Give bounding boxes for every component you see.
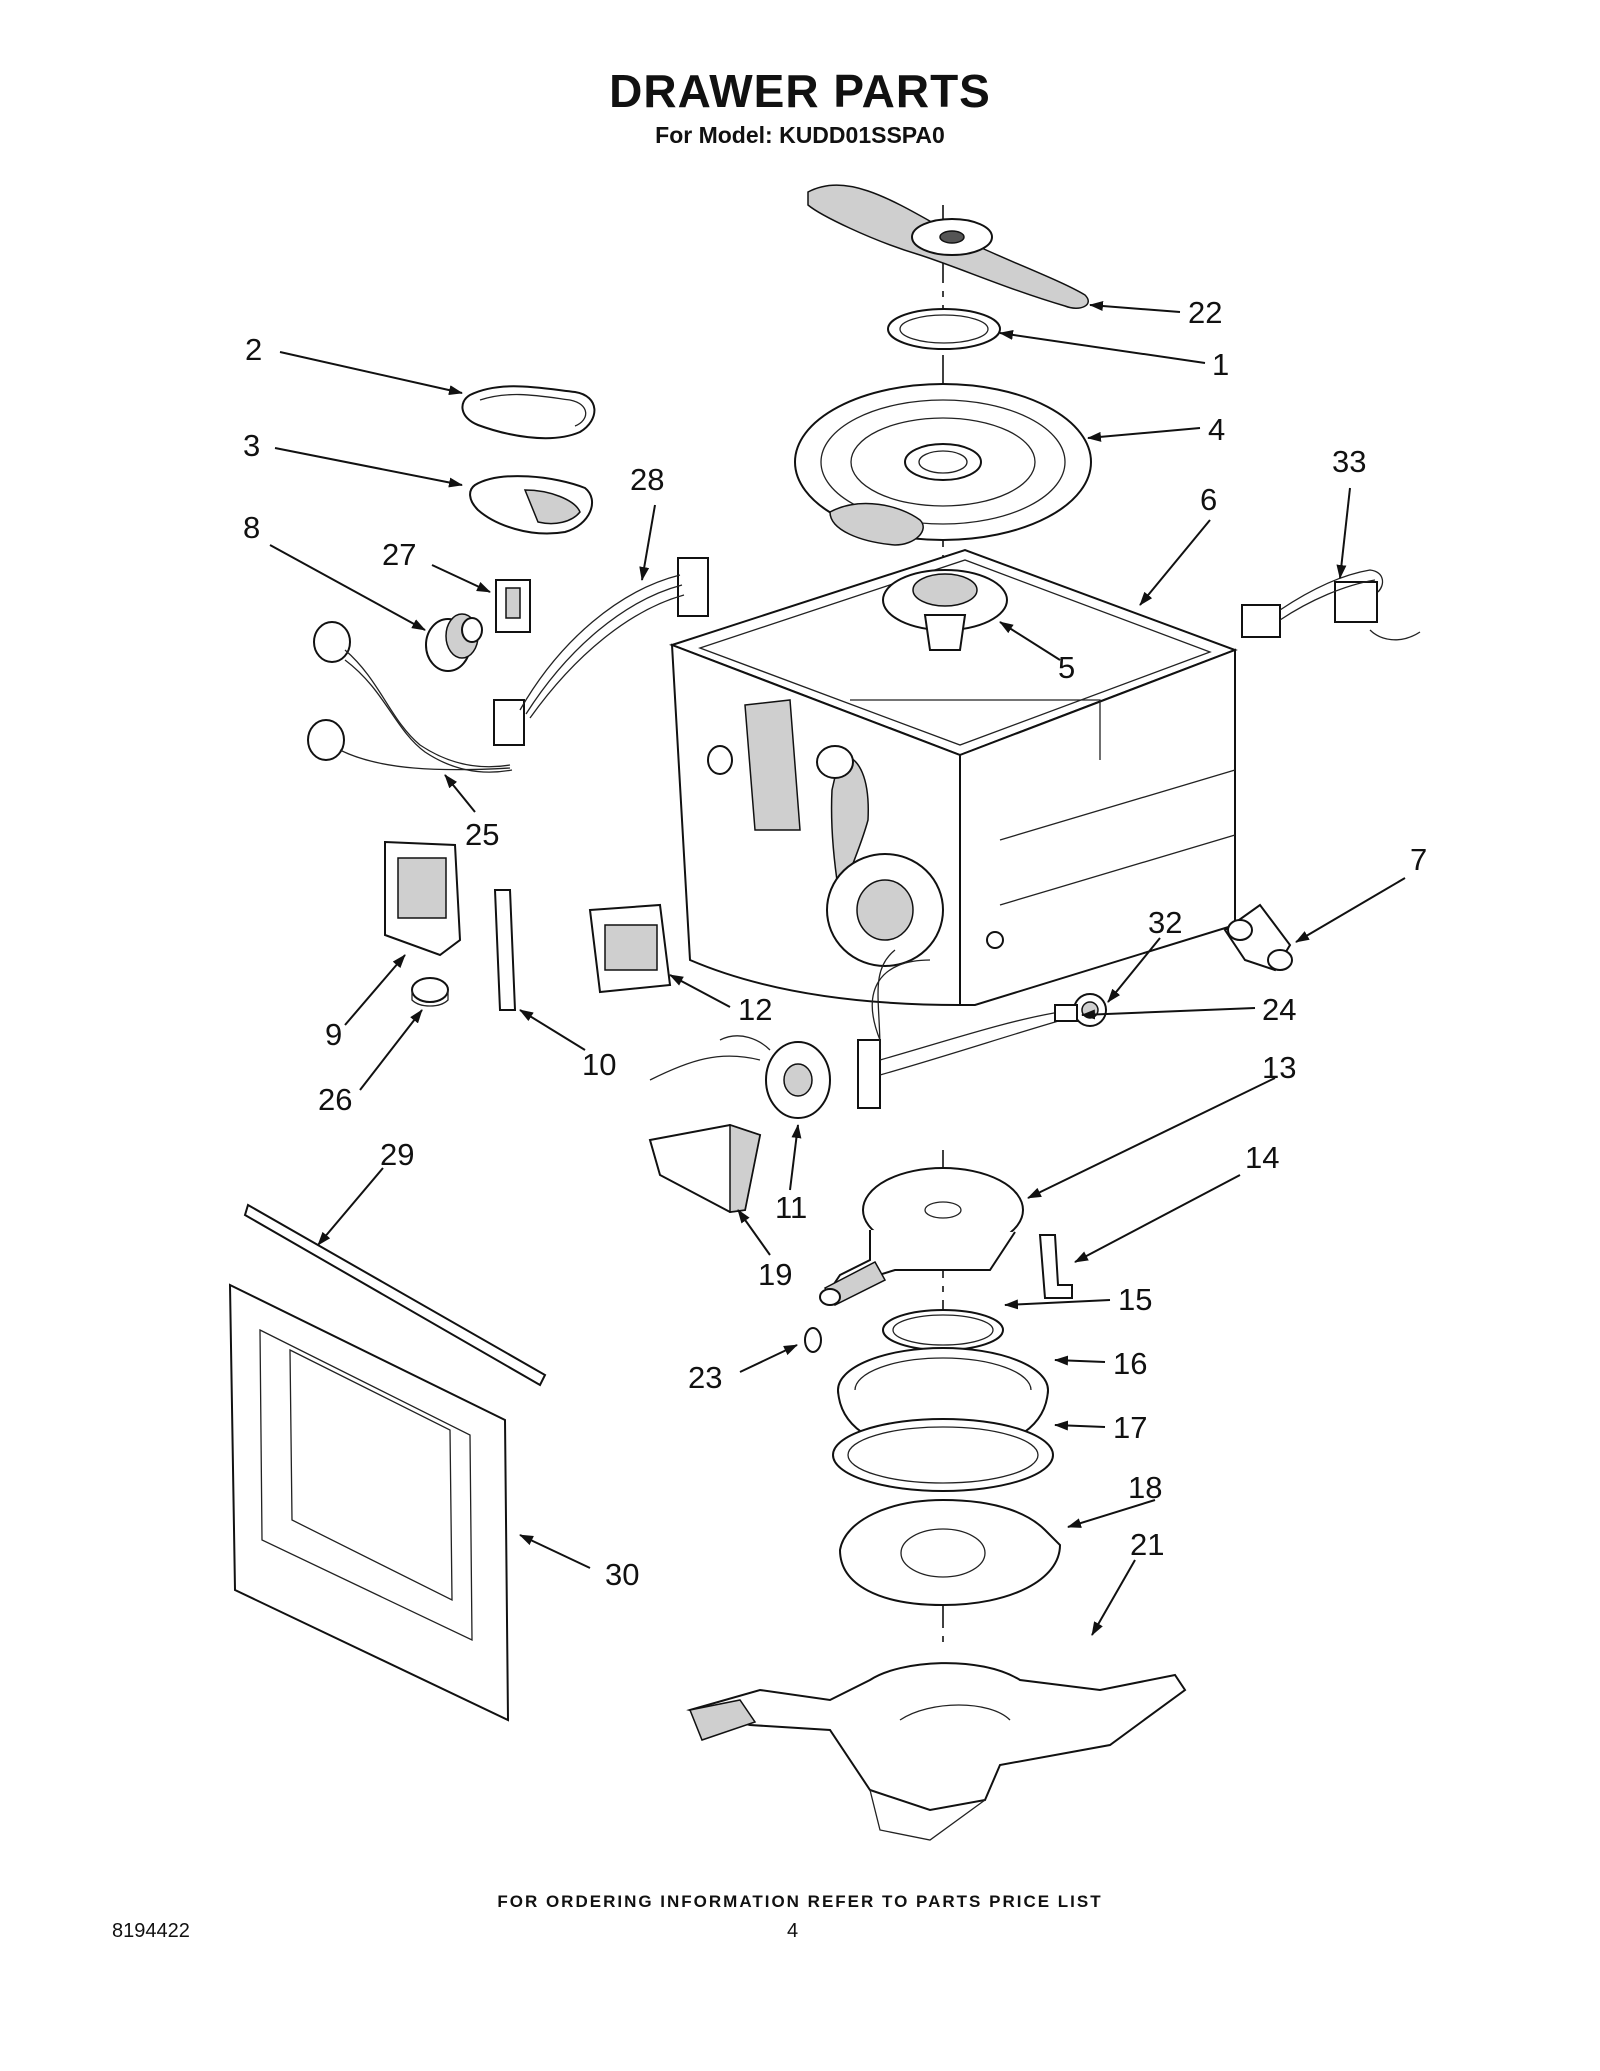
callout-5: 5 xyxy=(1058,650,1075,685)
part-11-blower xyxy=(649,1035,831,1119)
callout-19: 19 xyxy=(758,1257,792,1292)
callout-2: 2 xyxy=(245,332,262,367)
callout-6: 6 xyxy=(1200,482,1217,517)
part-10-rail xyxy=(493,889,517,1011)
part-15-seal xyxy=(882,1309,1004,1351)
part-9-housing xyxy=(384,840,462,957)
part-26-clamp xyxy=(411,977,449,1007)
part-32-plug xyxy=(1073,993,1107,1027)
part-24-wire-harness xyxy=(857,949,1078,1109)
callout-4: 4 xyxy=(1208,412,1225,447)
part-29-trim-strip xyxy=(243,1203,547,1387)
callout-26: 26 xyxy=(318,1082,352,1117)
model-subtitle: For Model: KUDD01SSPA0 xyxy=(655,122,945,148)
part-8-fitting xyxy=(425,613,483,672)
part-14-sensor xyxy=(1038,1234,1073,1299)
part-21-base xyxy=(686,1662,1187,1841)
part-2-gasket xyxy=(461,385,596,440)
callout-29: 29 xyxy=(380,1137,414,1172)
callout-17: 17 xyxy=(1113,1410,1147,1445)
callout-23: 23 xyxy=(688,1360,722,1395)
callout-21: 21 xyxy=(1130,1527,1164,1562)
part-30-panel xyxy=(228,1283,510,1722)
callout-7: 7 xyxy=(1410,842,1427,877)
callout-13: 13 xyxy=(1262,1050,1296,1085)
leader-lines xyxy=(269,301,1406,1636)
part-13-sump xyxy=(819,1167,1024,1306)
callout-28: 28 xyxy=(630,462,664,497)
part-19-duct xyxy=(648,1123,762,1214)
part-27-clip xyxy=(495,579,531,633)
callout-27: 27 xyxy=(382,537,416,572)
callout-10: 10 xyxy=(582,1047,616,1082)
part-3-cover xyxy=(469,475,594,535)
part-1-retaining-ring xyxy=(887,308,1001,350)
part-6-tub xyxy=(668,548,1238,1007)
callout-14: 14 xyxy=(1245,1140,1279,1175)
callout-33: 33 xyxy=(1332,444,1366,479)
callout-15: 15 xyxy=(1118,1282,1152,1317)
page-title: DRAWER PARTS xyxy=(609,65,991,117)
part-23-o-ring xyxy=(804,1327,822,1353)
part-25-wire-harness xyxy=(307,621,513,773)
part-12-control-module xyxy=(588,903,672,994)
callout-25: 25 xyxy=(465,817,499,852)
callout-labels: 22 1 2 3 4 33 28 8 27 6 5 25 7 32 12 24 … xyxy=(243,295,1427,1592)
ordering-note: FOR ORDERING INFORMATION REFER TO PARTS … xyxy=(497,1892,1103,1911)
part-18-plate xyxy=(838,1498,1062,1607)
callout-12: 12 xyxy=(738,992,772,1027)
callout-22: 22 xyxy=(1188,295,1222,330)
callout-24: 24 xyxy=(1262,992,1296,1027)
part-22-spray-arm xyxy=(807,184,1089,309)
callout-32: 32 xyxy=(1148,905,1182,940)
part-17-gasket xyxy=(832,1418,1054,1492)
callout-3: 3 xyxy=(243,428,260,463)
part-4-filter-plate xyxy=(794,383,1092,546)
callout-18: 18 xyxy=(1128,1470,1162,1505)
callout-1: 1 xyxy=(1212,347,1229,382)
part-5-pump xyxy=(882,569,1008,651)
part-28-wire-harness xyxy=(493,557,709,746)
document-number: 8194422 xyxy=(112,1920,190,1942)
callout-11: 11 xyxy=(775,1190,807,1225)
callout-9: 9 xyxy=(325,1017,342,1052)
part-7-bracket xyxy=(1223,903,1293,972)
callout-8: 8 xyxy=(243,510,260,545)
part-33-wire-harness xyxy=(1241,569,1421,641)
page-number: 4 xyxy=(787,1920,799,1942)
callout-30: 30 xyxy=(605,1557,639,1592)
callout-16: 16 xyxy=(1113,1346,1147,1381)
